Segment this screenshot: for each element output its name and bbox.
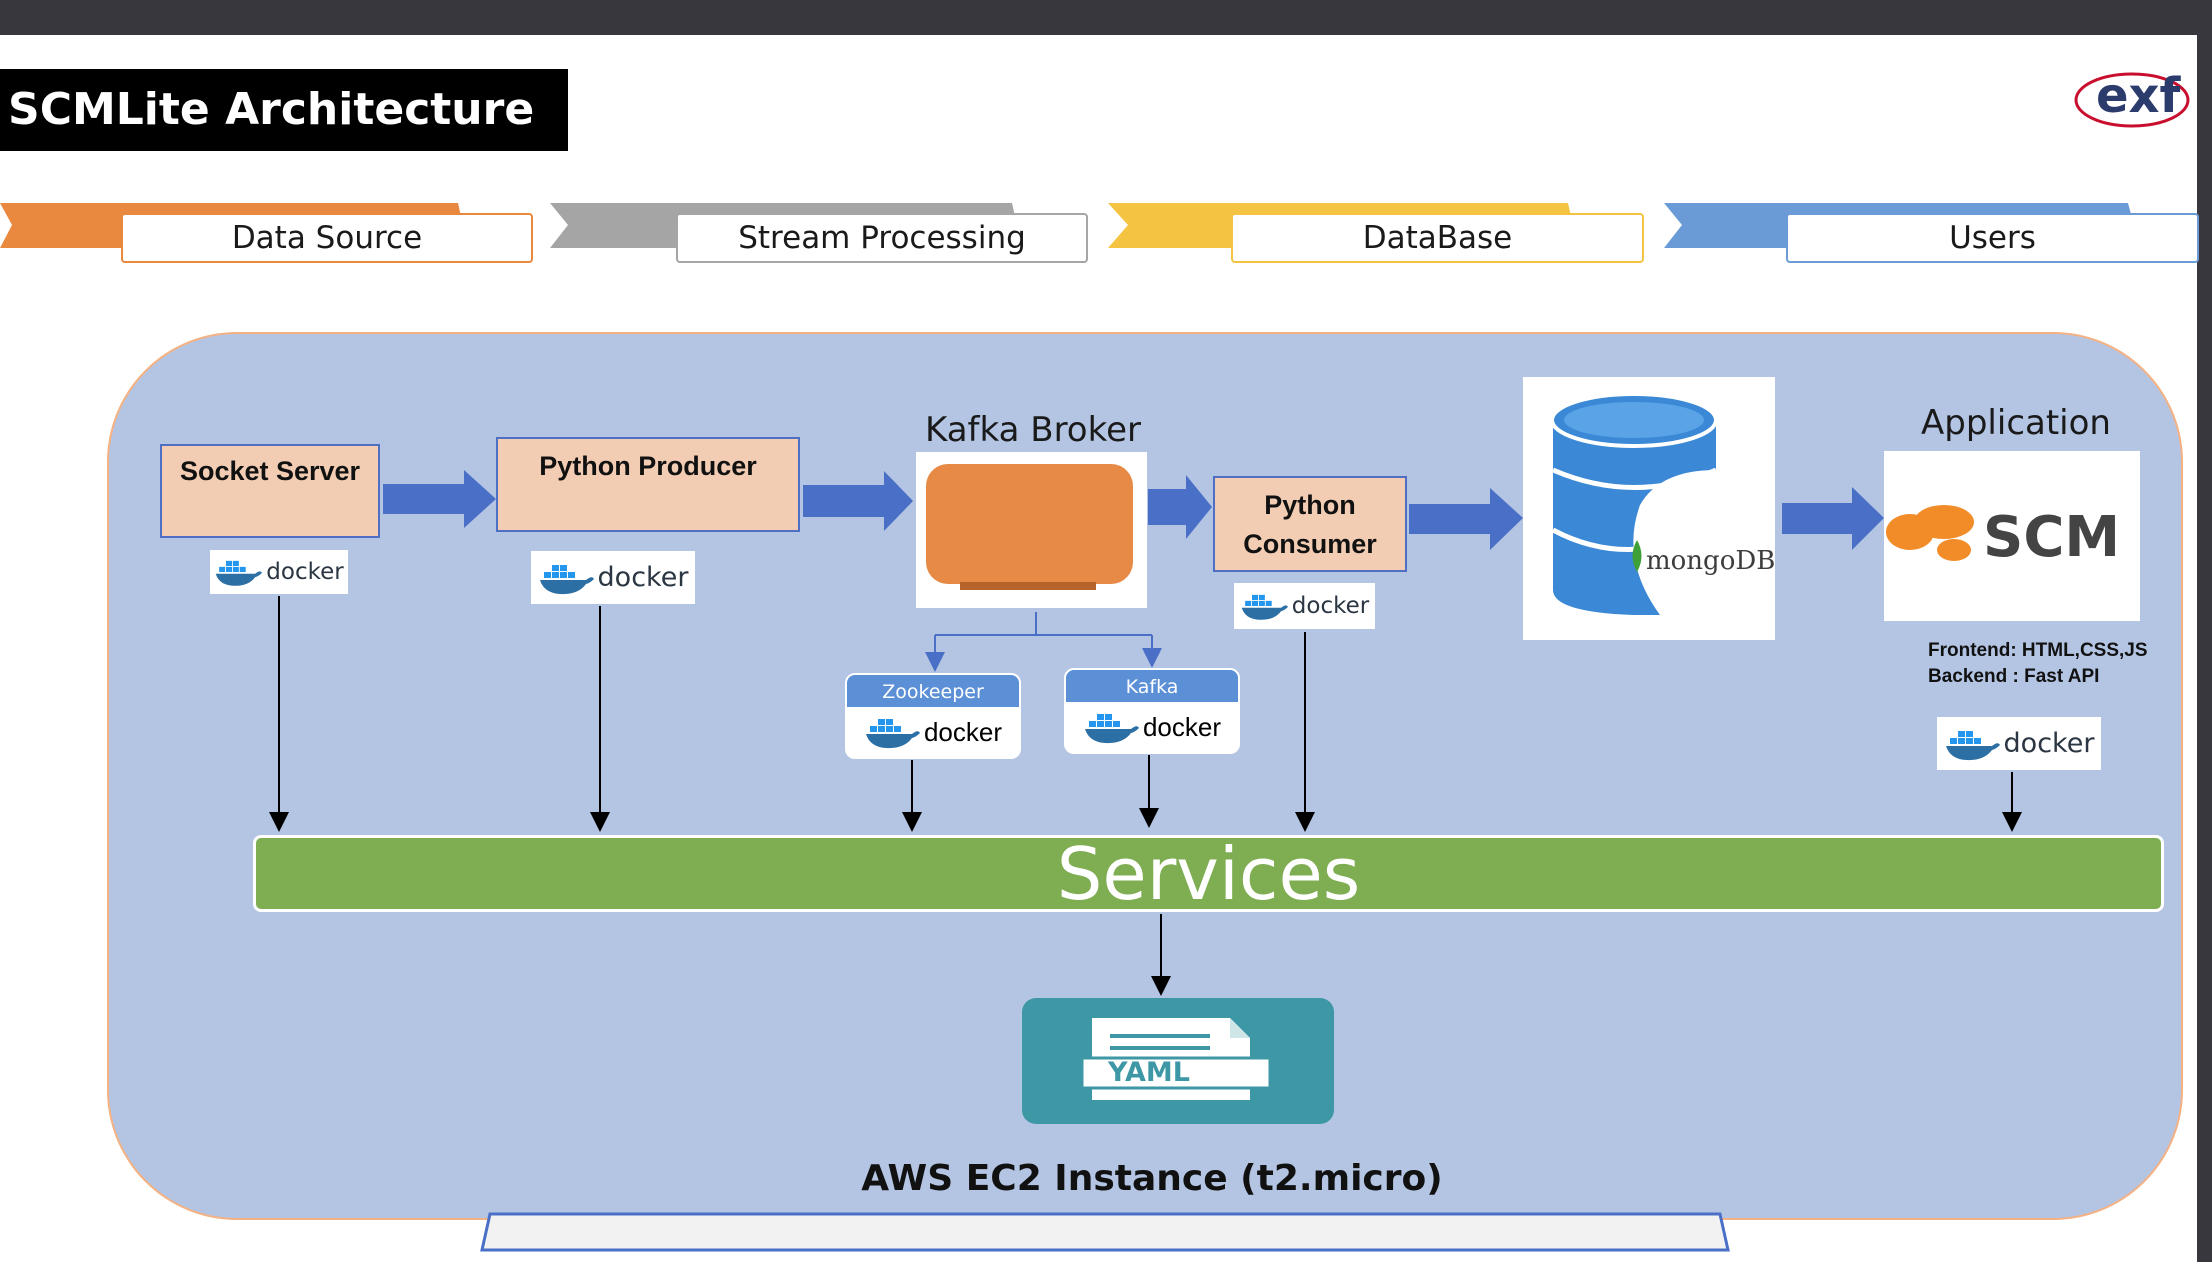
docker-text: docker xyxy=(597,562,689,593)
window-top-bar xyxy=(0,0,2212,35)
exf-logo: exf xyxy=(2074,68,2190,128)
yaml-label: YAML xyxy=(1108,1057,1190,1088)
services-bar: Services xyxy=(253,832,2164,916)
socket-server-docker-badge: docker xyxy=(210,550,348,594)
socket-server-box: Socket Server xyxy=(160,444,380,538)
tech-stack-text: Frontend: HTML,CSS,JS Backend : Fast API xyxy=(1928,638,2148,690)
python-consumer-line2: Consumer xyxy=(1243,529,1377,559)
title-background xyxy=(0,69,568,151)
docker-text: docker xyxy=(923,716,1003,747)
kafka-box: Kafka docker xyxy=(1064,668,1240,754)
docker-text: docker xyxy=(266,559,344,585)
docker-whale-icon xyxy=(1084,714,1139,744)
python-consumer-box: Python Consumer xyxy=(1213,476,1407,572)
python-consumer-docker-badge: docker xyxy=(1234,583,1375,629)
frontend-text: Frontend: HTML,CSS,JS xyxy=(1928,640,2148,661)
docker-text: docker xyxy=(2003,728,2095,759)
stage-stream-processing: Stream Processing xyxy=(676,213,1088,263)
slide-title: SCMLite Architecture xyxy=(8,84,535,135)
docker-text: docker xyxy=(1142,711,1222,742)
backend-text: Backend : Fast API xyxy=(1928,666,2100,687)
application-docker-badge: docker xyxy=(1937,717,2101,770)
mongodb-label: mongoDB xyxy=(1646,546,1776,576)
python-producer-box: Python Producer xyxy=(496,437,800,532)
python-consumer-line1: Python xyxy=(1264,490,1356,520)
scm-label: SCM xyxy=(1983,505,2121,570)
kafka-label: Kafka xyxy=(1066,670,1238,702)
application-label: Application xyxy=(1921,403,2111,443)
kafka-broker-shadow xyxy=(960,582,1096,590)
kafka-docker-badge: docker xyxy=(1066,702,1238,752)
aws-ec2-label: AWS EC2 Instance (t2.micro) xyxy=(861,1158,1443,1199)
logo-text: exf xyxy=(2096,68,2182,124)
docker-whale-icon xyxy=(1241,594,1288,620)
python-producer-docker-badge: docker xyxy=(531,551,695,604)
mongodb-tile xyxy=(1523,377,1775,640)
kafka-broker-label: Kafka Broker xyxy=(925,410,1141,450)
docker-whale-icon xyxy=(865,719,920,749)
docker-whale-icon xyxy=(215,560,263,586)
zookeeper-box: Zookeeper docker xyxy=(845,673,1021,759)
python-producer-label: Python Producer xyxy=(539,451,757,481)
docker-text: docker xyxy=(1291,593,1370,619)
stage-data-source: Data Source xyxy=(121,213,533,263)
services-label: Services xyxy=(1056,831,1361,916)
stage-database: DataBase xyxy=(1231,213,1644,263)
docker-whale-icon xyxy=(539,564,594,594)
socket-server-label: Socket Server xyxy=(179,456,361,486)
kafka-broker-shape xyxy=(926,464,1133,584)
zookeeper-docker-badge: docker xyxy=(847,707,1019,757)
docker-whale-icon xyxy=(1945,730,2000,760)
zookeeper-label: Zookeeper xyxy=(847,675,1019,707)
stage-users: Users xyxy=(1786,213,2199,263)
window-right-edge xyxy=(2197,35,2212,1262)
